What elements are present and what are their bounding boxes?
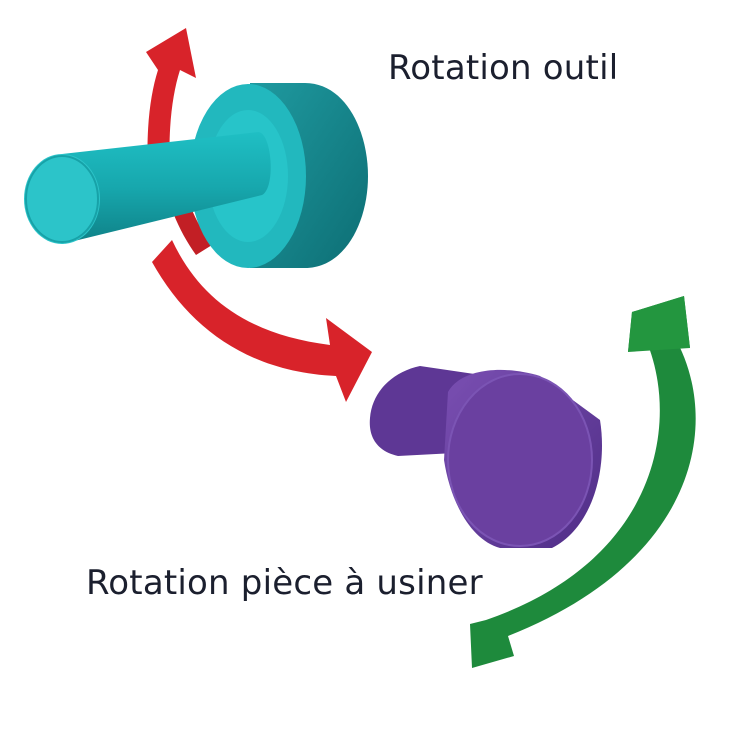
tool-part — [24, 83, 368, 268]
tool-rotation-label: Rotation outil — [388, 48, 619, 88]
tool-rotation-arrow — [152, 240, 372, 402]
workpiece-rotation-arrow-head-top — [628, 296, 690, 352]
workpiece-rotation-label: Rotation pièce à usiner — [86, 563, 483, 603]
workpiece-part — [369, 366, 602, 548]
tool-rotation-arrow-head-top — [146, 28, 196, 170]
